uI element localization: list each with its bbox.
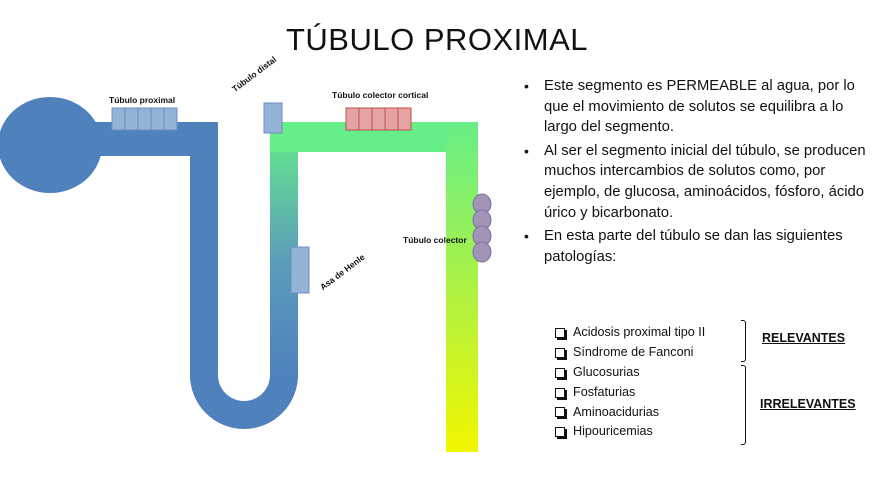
relevant-brace bbox=[741, 320, 746, 362]
henle-cell bbox=[290, 246, 310, 294]
collecting-duct bbox=[446, 122, 478, 452]
pathology-item: Fosfaturias bbox=[555, 383, 659, 403]
label-colector: Túbulo colector bbox=[403, 235, 467, 245]
bullet-list: •Este segmento es PERMEABLE al agua, por… bbox=[522, 76, 867, 270]
irrelevant-brace bbox=[741, 365, 746, 445]
pathology-item: Aminoacidurias bbox=[555, 403, 659, 423]
checkbox-square-icon bbox=[555, 347, 565, 358]
relevant-tag: RELEVANTES bbox=[762, 331, 846, 345]
bullet-dot-icon: • bbox=[524, 78, 529, 94]
henle-loop-bottom bbox=[190, 375, 298, 429]
pathology-item: Glucosurias bbox=[555, 363, 659, 383]
bullet-item: •En esta parte del túbulo se dan las sig… bbox=[524, 228, 843, 265]
pathology-item: Síndrome de Fanconi bbox=[555, 343, 705, 363]
page-title: TÚBULO PROXIMAL bbox=[285, 22, 589, 57]
checkbox-square-icon bbox=[555, 407, 565, 418]
bowman-capsule bbox=[0, 97, 102, 193]
irrelevant-tag: IRRELEVANTES bbox=[760, 397, 856, 411]
checkbox-square-icon bbox=[555, 387, 565, 398]
cortical-collector-cells bbox=[345, 107, 412, 131]
pathology-item: Hipouricemias bbox=[555, 422, 659, 442]
pathology-item: Acidosis proximal tipo II bbox=[555, 323, 705, 343]
checkbox-square-icon bbox=[555, 427, 565, 438]
label-colector-cortical: Túbulo colector cortical bbox=[332, 90, 429, 100]
relevant-pathology-list: Acidosis proximal tipo II Síndrome de Fa… bbox=[555, 323, 705, 363]
label-proximal: Túbulo proximal bbox=[109, 95, 176, 105]
irrelevant-pathology-list: Glucosurias Fosfaturias Aminoacidurias H… bbox=[555, 363, 659, 442]
checkbox-square-icon bbox=[555, 367, 565, 378]
distal-cell bbox=[263, 102, 283, 134]
proximal-cells bbox=[111, 107, 178, 131]
bullet-dot-icon: • bbox=[524, 228, 529, 245]
bullet-dot-icon: • bbox=[524, 142, 529, 159]
bullet-item: •Este segmento es PERMEABLE al agua, por… bbox=[524, 78, 855, 136]
descending-limb bbox=[190, 122, 218, 380]
bullet-item: •Al ser el segmento inicial del túbulo, … bbox=[524, 142, 866, 221]
checkbox-square-icon bbox=[555, 327, 565, 338]
collector-cells bbox=[472, 193, 492, 263]
